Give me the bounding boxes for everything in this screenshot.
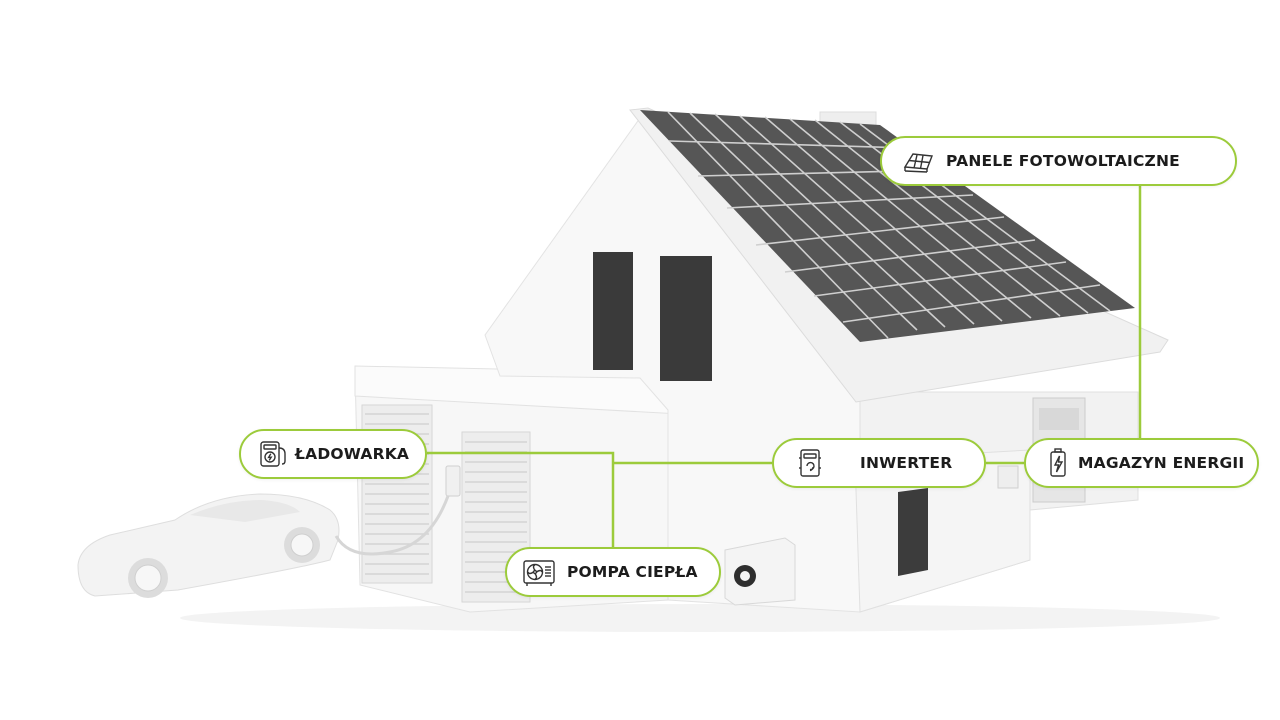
solar-roof — [640, 110, 1135, 342]
wall-charger-box — [445, 465, 461, 497]
inverter-box — [997, 465, 1019, 489]
ground-shadow — [180, 604, 1220, 632]
solar-panel-icon — [900, 143, 936, 179]
connector-lines — [427, 186, 1142, 549]
battery-icon — [1040, 445, 1076, 481]
window-right — [660, 256, 712, 381]
heat-pump-icon — [521, 554, 557, 590]
callout-label: POMPA CIEPŁA — [567, 563, 698, 581]
callout-inwerter[interactable]: INWERTER — [772, 438, 986, 488]
callout-ladowarka[interactable]: ŁADOWARKA — [239, 429, 427, 479]
callout-pompa-ciepla[interactable]: POMPA CIEPŁA — [505, 547, 721, 597]
inverter-icon — [792, 445, 828, 481]
callout-panele-fotowoltaiczne[interactable]: PANELE FOTOWOLTAICZNE — [880, 136, 1237, 186]
charging-cable — [334, 495, 450, 556]
panel-grid — [667, 111, 1111, 339]
callout-label: INWERTER — [860, 454, 953, 472]
callout-label: ŁADOWARKA — [295, 445, 410, 463]
ev-charger-icon — [255, 436, 291, 472]
heat-pump-unit — [724, 537, 796, 606]
callout-label: MAGAZYN ENERGII — [1078, 454, 1245, 472]
front-door — [898, 488, 928, 576]
callout-magazyn-energii[interactable]: MAGAZYN ENERGII — [1024, 438, 1259, 488]
callout-label: PANELE FOTOWOLTAICZNE — [946, 152, 1180, 170]
window-left — [593, 252, 633, 370]
electric-car — [77, 493, 340, 598]
